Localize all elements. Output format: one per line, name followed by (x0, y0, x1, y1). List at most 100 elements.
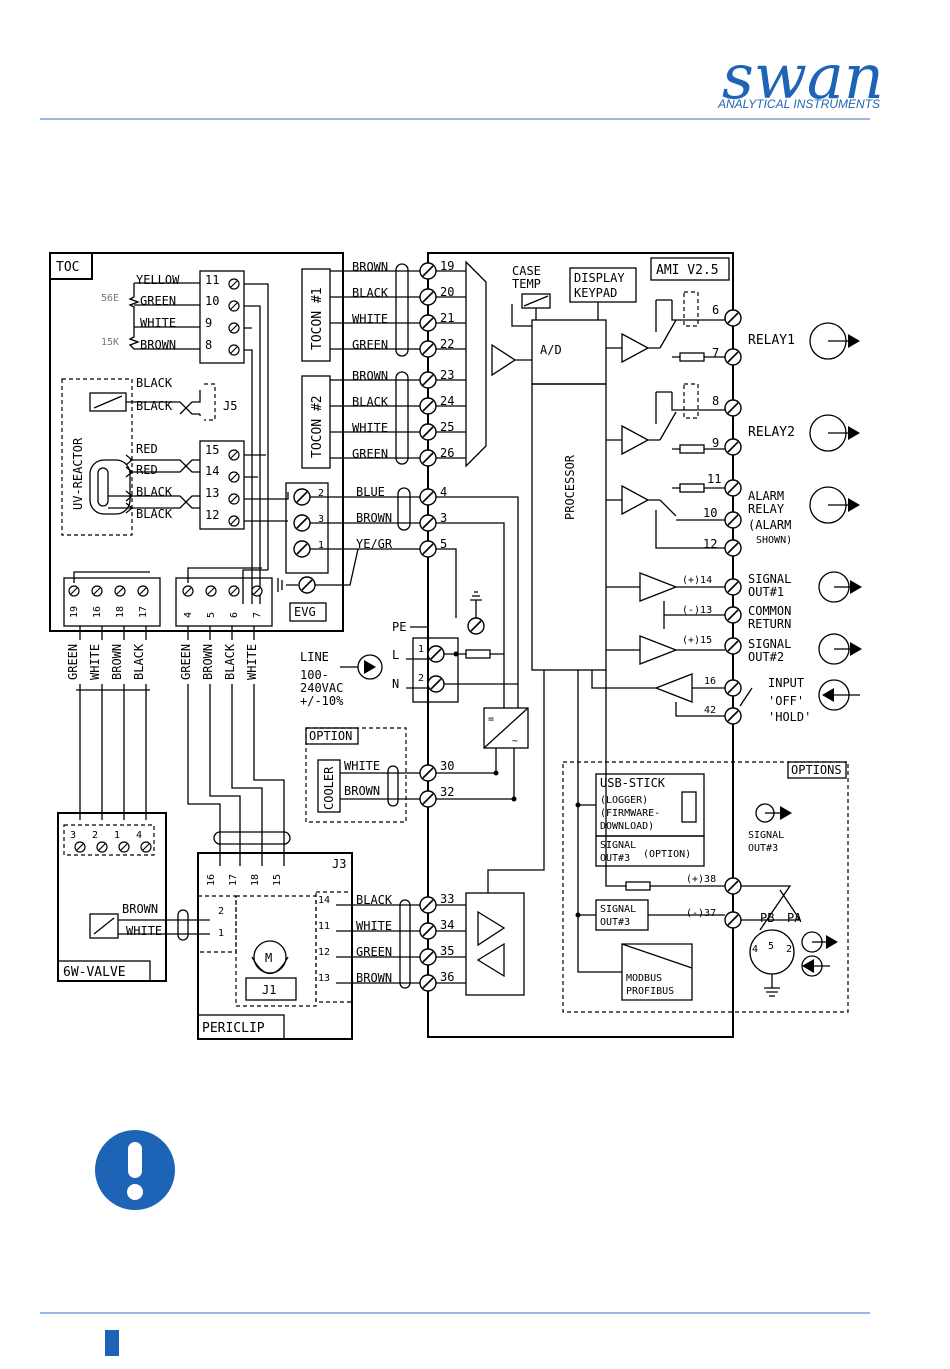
terminal-number: 14 (318, 895, 330, 906)
signal-out2-label: OUT#2 (748, 650, 784, 664)
terminal-number: 5 (440, 537, 447, 551)
line-label: LINE (300, 650, 329, 664)
wire-label: WHITE (126, 924, 162, 938)
options-section: OPTIONS USB-STICK (LOGGER) (FIRMWARE- DO… (562, 670, 849, 1013)
wire-label: BROWN (352, 260, 388, 274)
terminal-number: 15 (205, 443, 219, 457)
terminal-number: 11 (318, 921, 330, 932)
alarm-label: ALARM (748, 489, 784, 503)
usb-label: USB-STICK (600, 776, 666, 790)
terminal-number: 13 (205, 486, 219, 500)
toc-module: TOC YELLOW GREEN WHITE BROWN 56E 15K 11 … (49, 252, 344, 632)
svg-text:=: = (488, 714, 494, 725)
connector-j3: J3 (332, 857, 346, 871)
signal-out3-label: OUT#3 (600, 917, 630, 928)
terminal-number: 10 (703, 506, 717, 520)
valve-label: 6W-VALVE (63, 965, 126, 980)
terminal-number: (+)14 (682, 575, 712, 586)
usb-label: (LOGGER) (600, 795, 648, 806)
processor-label: PROCESSOR (563, 454, 577, 520)
wire-label: GREEN (66, 644, 80, 680)
line-l-label: L (392, 648, 399, 662)
terminal-number: 7 (252, 612, 263, 618)
terminal-number: 13 (318, 973, 330, 984)
pin-number: 2 (218, 906, 224, 917)
connector-j5: J5 (223, 399, 237, 413)
terminal-number: 26 (440, 446, 454, 460)
wire-label: GREEN (352, 447, 388, 461)
modbus-label: MODBUS (626, 973, 662, 984)
tocon1-block: TOCON #1 BROWN BLACK WHITE GREEN (301, 260, 420, 362)
line-label: 240VAC (300, 681, 343, 695)
wire-label: BROWN (352, 369, 388, 383)
display-label: DISPLAY (574, 271, 625, 285)
case-temp-label: TEMP (512, 277, 541, 291)
usb-stick-icon (681, 791, 697, 823)
motor-label: M (265, 951, 272, 965)
tocon2-label: TOCON #2 (310, 395, 325, 458)
terminal-number: 14 (205, 464, 219, 478)
connector-j1: J1 (262, 983, 276, 997)
wire-label: WHITE (245, 644, 259, 680)
terminal-number: 7 (712, 346, 719, 360)
signal-out3-label: SIGNAL (600, 904, 636, 915)
wire-label: WHITE (352, 421, 388, 435)
terminal-number: 3 (318, 514, 324, 525)
wire-label: RED (136, 442, 158, 456)
wire-label: GREEN (179, 644, 193, 680)
terminal-number: 1 (114, 830, 120, 841)
alarm-label: SHOWN) (756, 535, 792, 546)
terminal-number: (-)13 (682, 605, 712, 616)
terminal-number: 12 (318, 947, 330, 958)
terminal-number: 8 (205, 338, 212, 352)
wire-label: GREEN (140, 294, 176, 308)
terminal-number: 34 (440, 918, 454, 932)
relay-section: 6 7 8 9 11 10 12 RELAY1 RELAY2 ALARM (606, 291, 860, 557)
terminal-number: 12 (205, 508, 219, 522)
terminal-number: 17 (138, 606, 149, 618)
wire-label: BLACK (223, 643, 237, 680)
alarm-label: RELAY (748, 502, 785, 516)
terminal-number: 2 (318, 488, 324, 499)
wire-label: BROWN (344, 784, 380, 798)
terminal-number: 11 (205, 273, 219, 287)
ami-title: AMI V2.5 (656, 263, 719, 278)
terminal-number: 12 (703, 537, 717, 551)
pin-number: 4 (752, 944, 758, 955)
terminal-number: 9 (205, 316, 212, 330)
wire-label: BLACK (352, 286, 389, 300)
cooler-option: OPTION COOLER WHITE BROWN 30 32 (305, 727, 517, 823)
logo-subtitle: ANALYTICAL INSTRUMENTS (717, 97, 880, 111)
terminal-number: 17 (228, 874, 239, 886)
wire-label: BROWN (122, 902, 158, 916)
terminal-number: 18 (250, 874, 261, 886)
wire-label: BROWN (356, 971, 392, 985)
input-label: 'OFF' (768, 694, 804, 708)
wire-label: BLACK (356, 893, 393, 907)
terminal-number: 16 (92, 606, 103, 618)
terminal-number: 23 (440, 368, 454, 382)
tocon2-block: TOCON #2 BROWN BLACK WHITE GREEN (301, 369, 420, 469)
usb-label: DOWNLOAD) (600, 821, 654, 832)
evg-label: EVG (294, 605, 316, 619)
terminal-number: 9 (712, 436, 719, 450)
keypad-label: KEYPAD (574, 286, 617, 300)
wire-label: BROWN (110, 644, 124, 680)
alarm-label: (ALARM (748, 518, 791, 532)
signal-out3-option-label: SIGNAL (600, 840, 636, 851)
line-label: +/-10% (300, 694, 344, 708)
terminal-number: 16 (206, 874, 217, 886)
terminal-number: (+)15 (682, 635, 712, 646)
wire-label: BLACK (136, 376, 173, 390)
wire-label: RED (136, 463, 158, 477)
wire-label: BLACK (352, 395, 389, 409)
terminal-number: 4 (136, 830, 142, 841)
terminal-number: 21 (440, 311, 454, 325)
options-title: OPTIONS (791, 763, 842, 777)
relay1-label: RELAY1 (748, 333, 795, 348)
terminal-number: 1 (318, 540, 324, 551)
terminal-number: 6 (229, 612, 240, 618)
periclip-module: PERICLIP J3 16 17 18 15 2 1 M J1 14 11 1… (197, 831, 420, 1040)
uv-reactor-label: UV-REACTOR (71, 437, 85, 510)
relay2-label: RELAY2 (748, 425, 795, 440)
